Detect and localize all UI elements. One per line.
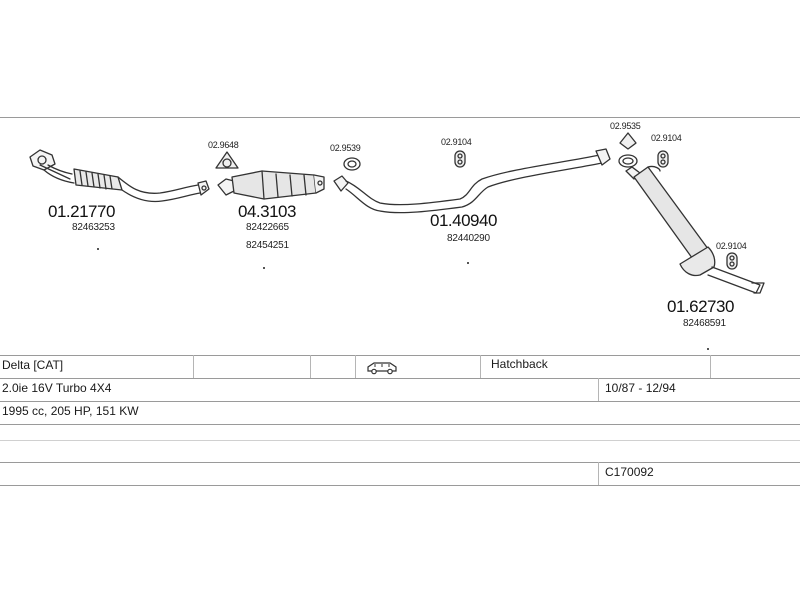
part-ref-catalyst-2: 82454251 [246,240,289,251]
dot-mark [467,262,469,264]
part-number-catalyst: 04.3103 [238,202,296,221]
body-type: Hatchback [491,357,548,371]
dot-mark [263,267,265,269]
row1-separator [310,355,311,378]
row1-separator [193,355,194,378]
part-number-rear-silencer: 01.62730 [667,297,734,316]
exhaust-diagram: 01.21770 82463253 02.9648 04.3103 824226… [0,117,800,357]
rear-silencer-part [625,165,765,294]
part-ref-rear-silencer: 82468591 [683,318,726,329]
gasket-02-9104-b [657,150,669,168]
gasket-label-02-9539: 02.9539 [330,143,361,153]
frame-top-line [0,117,800,118]
table-line-7 [0,485,800,486]
gasket-02-9104-c [726,252,738,270]
table-line-3 [0,401,800,402]
part-number-downpipe: 01.21770 [48,202,115,221]
dot-mark [97,248,99,250]
middle-pipe-part [333,148,611,214]
downpipe-part [29,149,210,203]
row1-separator [355,355,356,378]
gasket-label-02-9104-b: 02.9104 [651,133,682,143]
row1-separator [480,355,481,378]
gasket-label-02-9648: 02.9648 [208,140,239,150]
engine-specs: 1995 cc, 205 HP, 151 KW [2,404,139,418]
gasket-label-02-9104-c: 02.9104 [716,241,747,251]
table-line-1 [0,355,800,356]
gasket-02-9539 [343,157,361,171]
table-line-6 [0,462,800,463]
car-icon [366,359,398,375]
table-line-2 [0,378,800,379]
gasket-02-9535 [618,132,638,168]
dot-mark [707,348,709,350]
table-line-4 [0,424,800,425]
vehicle-model: Delta [CAT] [2,358,64,372]
catalyst-part [217,170,325,200]
gasket-label-02-9104-a: 02.9104 [441,137,472,147]
row6-separator [598,462,599,485]
engine-description: 2.0ie 16V Turbo 4X4 [2,381,112,395]
gasket-02-9648 [215,151,239,169]
part-number-middle-pipe: 01.40940 [430,211,497,230]
row2-separator [598,378,599,401]
row1-separator [710,355,711,378]
gasket-02-9104-a [454,150,466,168]
table-line-5 [0,440,800,441]
part-ref-downpipe: 82463253 [72,222,115,233]
system-code: C170092 [605,465,654,479]
part-ref-catalyst-1: 82422665 [246,222,289,233]
gasket-label-02-9535: 02.9535 [610,121,641,131]
part-ref-middle-pipe: 82440290 [447,233,490,244]
production-years: 10/87 - 12/94 [605,381,676,395]
